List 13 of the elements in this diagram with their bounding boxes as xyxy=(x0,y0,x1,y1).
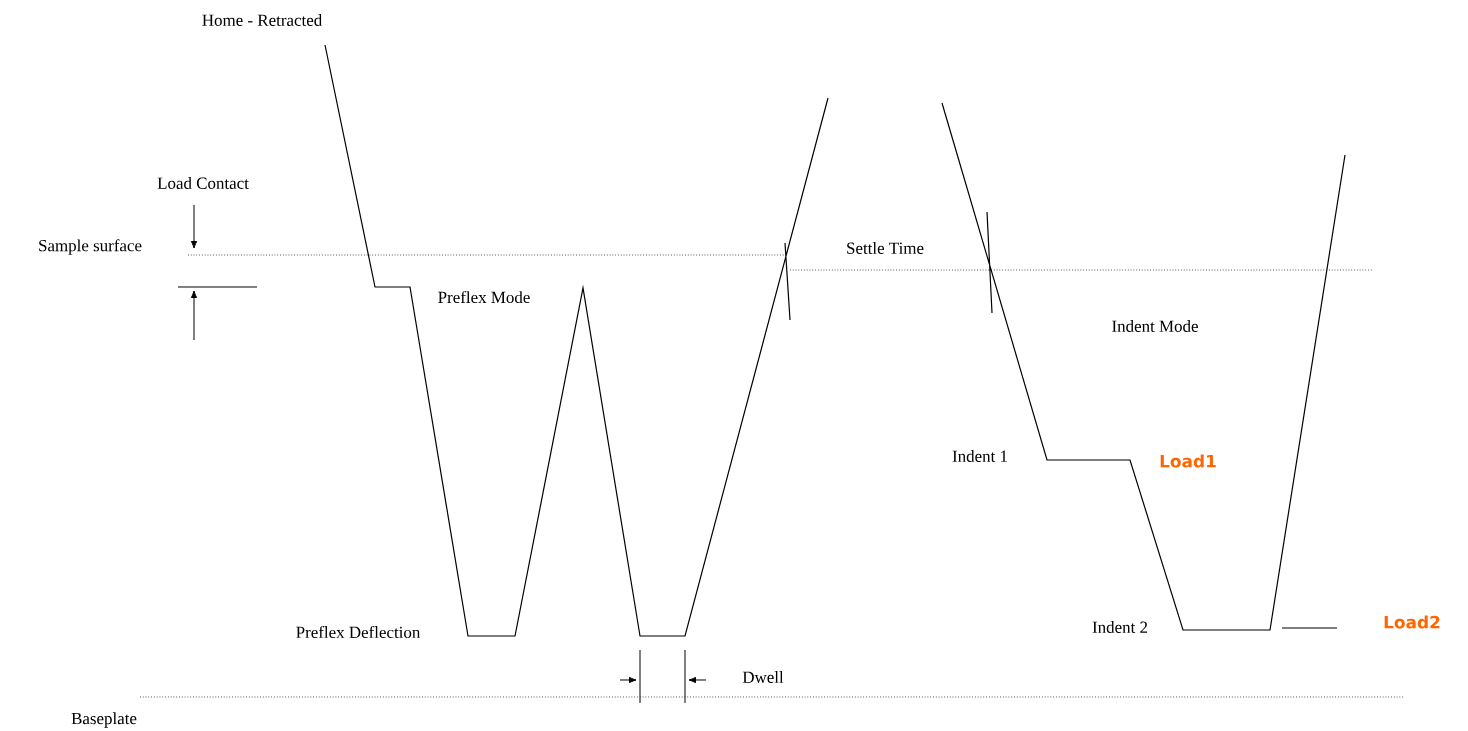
label: Settle Time xyxy=(847,242,924,254)
label: Load1 xyxy=(1160,454,1216,468)
label: Indent 2 xyxy=(1092,621,1148,633)
label: Sample surface xyxy=(39,239,142,255)
label: Load Contact xyxy=(157,177,249,189)
label: Home - Retracted xyxy=(202,14,322,26)
label: Preflex Deflection xyxy=(296,625,421,639)
label: Preflex Mode xyxy=(438,290,530,304)
label: Load2 xyxy=(1384,615,1440,629)
label: Indent 1 xyxy=(952,450,1007,462)
label: Indent Mode xyxy=(1112,320,1198,332)
label: Dwell xyxy=(742,671,784,683)
label: Baseplate xyxy=(71,712,137,728)
